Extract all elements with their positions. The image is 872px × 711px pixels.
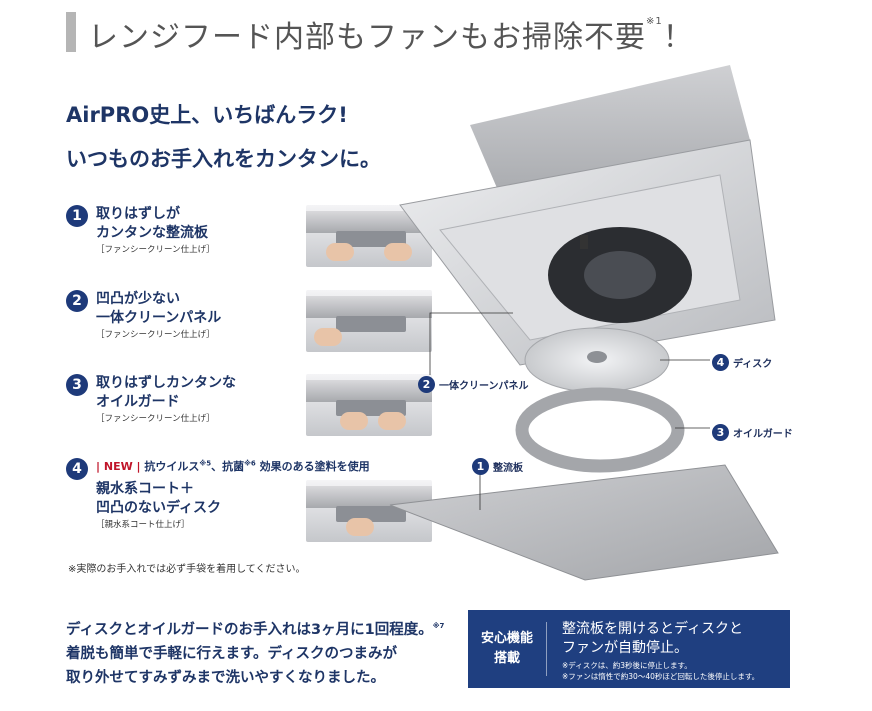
- safety-feature-box: 安心機能 搭載 整流板を開けるとディスクと ファンが自動停止。 ※ディスクは、約…: [468, 610, 790, 688]
- new-line-text-a: 抗ウイルス: [144, 460, 200, 473]
- callout-label: オイルガード: [733, 429, 793, 440]
- callout-label: ディスク: [733, 359, 773, 370]
- feature-photo: [306, 374, 432, 436]
- new-line-text-b: 、抗菌: [211, 460, 245, 473]
- safety-main-line-1: 整流板を開けるとディスクと: [562, 621, 744, 637]
- safety-divider: [546, 622, 547, 676]
- feature-number-badge: 3: [66, 374, 88, 396]
- callout-rectifier-plate: 1 整流板: [472, 458, 523, 475]
- new-line-text-c: 効果のある塗料を使用: [255, 460, 370, 473]
- safety-label-line-1: 安心機能: [480, 631, 533, 646]
- new-line-note-b: ※6: [244, 459, 256, 468]
- feature-line-2: オイルガード: [96, 394, 180, 410]
- safety-small-line-2: ※ファンは惰性で約30〜40秒ほど回転した後停止します。: [562, 672, 760, 681]
- feature-number-badge: 2: [66, 290, 88, 312]
- callout-disk: 4 ディスク: [712, 354, 772, 371]
- title-accent-bar: [66, 12, 76, 52]
- feature-line-1: 凹凸が少ない: [96, 291, 180, 307]
- oil-guard: [515, 387, 685, 473]
- feature-text: 取りはずしが カンタンな整流板 ［ファンシークリーン仕上げ］: [96, 205, 215, 257]
- feature-line-2: カンタンな整流板: [96, 225, 208, 241]
- feature-line-1: 取りはずしが: [96, 206, 180, 222]
- rectifier-plate: [389, 464, 779, 581]
- page-title-suffix: ！: [662, 20, 694, 55]
- callout-number-badge: 1: [472, 458, 489, 475]
- maintenance-description: ディスクとオイルガードのお手入れは3ヶ月に1回程度。※7 着脱も簡単で手軽に行え…: [66, 614, 444, 690]
- maintenance-line-1: ディスクとオイルガードのお手入れは3ヶ月に1回程度。: [66, 621, 433, 638]
- safety-small-line-1: ※ディスクは、約3秒後に停止します。: [562, 661, 692, 670]
- callout-label: 整流板: [493, 463, 523, 474]
- hood-body: [470, 65, 750, 195]
- page-title: レンジフード内部もファンもお掃除不要※1！: [88, 12, 694, 56]
- safety-main-text: 整流板を開けるとディスクと ファンが自動停止。: [562, 620, 743, 658]
- callout-number-badge: 4: [712, 354, 729, 371]
- feature-finish-note: ［ファンシークリーン仕上げ］: [96, 330, 215, 340]
- feature-line-2: 凹凸のないディスク: [96, 500, 222, 516]
- page-title-note: ※1: [646, 16, 663, 27]
- new-badge: NEW: [103, 460, 133, 473]
- range-hood-exploded-illustration: [389, 65, 779, 581]
- feature-finish-note: ［ファンシークリーン仕上げ］: [96, 245, 215, 255]
- callout-number-badge: 2: [418, 376, 435, 393]
- feature-text: 取りはずしカンタンな オイルガード ［ファンシークリーン仕上げ］: [96, 374, 236, 426]
- feature-finish-note: ［親水系コート仕上げ］: [96, 520, 190, 530]
- maintenance-line-2: 着脱も簡単で手軽に行えます。ディスクのつまみが: [66, 645, 398, 662]
- new-line-note-a: ※5: [199, 459, 212, 468]
- callout-number-badge: 3: [712, 424, 729, 441]
- new-feature-line: | NEW | 抗ウイルス※5、抗菌※6 効果のある塗料を使用: [96, 459, 370, 473]
- maintenance-note: ※7: [432, 622, 445, 630]
- safety-label-line-2: 搭載: [493, 651, 520, 666]
- glove-note: ※実際のお手入れでは必ず手袋を着用してください。: [68, 564, 306, 575]
- callout-clean-panel: 2 一体クリーンパネル: [418, 376, 529, 393]
- feature-photo: [306, 205, 432, 267]
- feature-line-1: 親水系コート＋: [96, 481, 194, 497]
- feature-photo: [306, 290, 432, 352]
- feature-line-2: 一体クリーンパネル: [96, 310, 222, 326]
- feature-line-1: 取りはずしカンタンな: [96, 375, 236, 391]
- callout-label: 一体クリーンパネル: [439, 381, 529, 392]
- feature-number-badge: 4: [66, 458, 88, 480]
- headline-line-1: AirPRO史上、いちばんラク!: [66, 103, 348, 127]
- callout-oil-guard: 3 オイルガード: [712, 424, 793, 441]
- safety-main-line-2: ファンが自動停止。: [562, 640, 688, 656]
- feature-finish-note: ［ファンシークリーン仕上げ］: [96, 414, 215, 424]
- safety-small-text: ※ディスクは、約3秒後に停止します。 ※ファンは惰性で約30〜40秒ほど回転した…: [562, 660, 759, 682]
- page-title-text: レンジフード内部もファンもお掃除不要: [88, 20, 646, 55]
- feature-text: 親水系コート＋ 凹凸のないディスク ［親水系コート仕上げ］: [96, 480, 221, 532]
- feature-number-badge: 1: [66, 205, 88, 227]
- headline: AirPRO史上、いちばんラク! いつものお手入れをカンタンに。: [66, 93, 381, 181]
- safety-label: 安心機能 搭載: [468, 610, 546, 688]
- headline-line-2: いつものお手入れをカンタンに。: [66, 147, 381, 171]
- feature-text: 凹凸が少ない 一体クリーンパネル ［ファンシークリーン仕上げ］: [96, 290, 221, 342]
- maintenance-line-3: 取り外せてすみずみまで洗いやすくなりました。: [66, 669, 385, 686]
